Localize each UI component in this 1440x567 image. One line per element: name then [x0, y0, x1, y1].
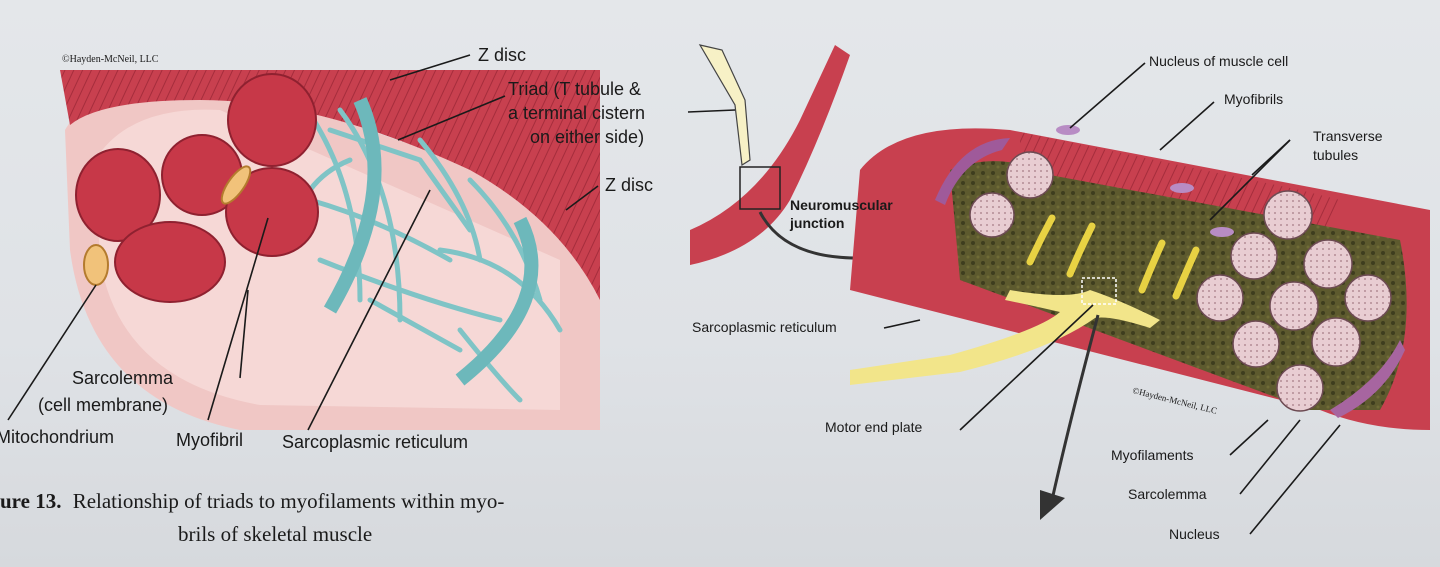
myofibril-end: [1344, 274, 1392, 322]
label-nucleus-of-muscle-cell: Nucleus of muscle cell: [1149, 53, 1288, 69]
myofibril-cross-sections: [969, 151, 1392, 412]
right-diagram: ©Hayden-McNeil, LLC Nucleus of muscle ce…: [687, 44, 1430, 542]
nucleus-oval: [1210, 227, 1234, 237]
figure-caption-line1: ure 13. Relationship of triads to myofil…: [0, 489, 504, 513]
right-copyright: ©Hayden-McNeil, LLC: [1132, 385, 1219, 416]
myofibril: [225, 167, 319, 257]
label-cell-membrane: (cell membrane): [38, 395, 168, 415]
myofibril-end: [1006, 151, 1054, 199]
label-nucleus: Nucleus: [1169, 526, 1220, 542]
myofibril-end: [1269, 281, 1319, 331]
left-diagram: ©Hayden-McNeil, LLC Z disc Triad (T tubu…: [0, 45, 653, 546]
nucleus-oval: [1170, 183, 1194, 193]
label-sarcoplasmic-reticulum-right: Sarcoplasmic reticulum: [692, 319, 837, 335]
label-sarcolemma-right: Sarcolemma: [1128, 486, 1207, 502]
myofibril: [114, 221, 226, 303]
label-myofibrils: Myofibrils: [1224, 91, 1283, 107]
label-tubules: tubules: [1313, 147, 1358, 163]
caption-figure-number: ure 13.: [0, 489, 61, 513]
sarcolemma-edge: [935, 138, 1010, 205]
myofibril-end: [1303, 239, 1353, 289]
myofibril: [227, 73, 317, 167]
label-junction: junction: [789, 215, 844, 231]
mitochondrion: [83, 244, 109, 286]
t-tubule-band-2: [455, 216, 539, 386]
label-z-disc-top: Z disc: [478, 45, 526, 65]
nucleus-edge: [1330, 340, 1405, 418]
label-triad-line1: Triad (T tubule &: [508, 79, 641, 99]
myofibril-end: [1196, 274, 1244, 322]
myofibril-end: [1230, 232, 1278, 280]
label-neuromuscular: Neuromuscular: [790, 197, 893, 213]
motor-nerve: [850, 290, 1160, 385]
myofibril: [75, 148, 161, 242]
label-motor-end-plate: Motor end plate: [825, 419, 922, 435]
left-copyright: ©Hayden-McNeil, LLC: [62, 54, 159, 65]
outer-muscle-band: [60, 70, 600, 300]
nerve-pipette: [698, 44, 751, 167]
label-triad-line3: on either side): [530, 127, 644, 147]
down-arrow-icon: [1040, 490, 1065, 520]
mitochondrion: [220, 165, 252, 205]
muscle-fiber-strand: [690, 45, 850, 265]
nucleus-of-muscle-cell: [1056, 125, 1080, 135]
label-transverse: Transverse: [1313, 128, 1383, 144]
myofibril-end: [1311, 317, 1361, 367]
figure-caption-line2: brils of skeletal muscle: [178, 522, 372, 546]
label-sarcoplasmic-reticulum-left: Sarcoplasmic reticulum: [282, 432, 468, 452]
label-triad-line2: a terminal cistern: [508, 103, 645, 123]
yellow-tubules: [1026, 214, 1200, 300]
myofibril-end: [1276, 364, 1324, 412]
junction-box: [739, 166, 781, 210]
end-plate-box: [1081, 277, 1117, 305]
myofibril-end: [969, 192, 1015, 238]
section-arrow: [1050, 314, 1100, 501]
myofibril-bundle: [75, 73, 319, 303]
label-sarcolemma: Sarcolemma: [72, 368, 174, 388]
myofibril-end: [1263, 190, 1313, 240]
label-z-disc-right: Z disc: [605, 175, 653, 195]
label-myofilaments: Myofilaments: [1111, 447, 1193, 463]
caption-text-line1: Relationship of triads to myofilaments w…: [73, 489, 505, 513]
label-myofibril: Myofibril: [176, 430, 243, 450]
label-mitochondrium: Mitochondrium: [0, 427, 114, 447]
t-tubule-band-1: [323, 97, 382, 314]
myofibril-end: [1232, 320, 1280, 368]
